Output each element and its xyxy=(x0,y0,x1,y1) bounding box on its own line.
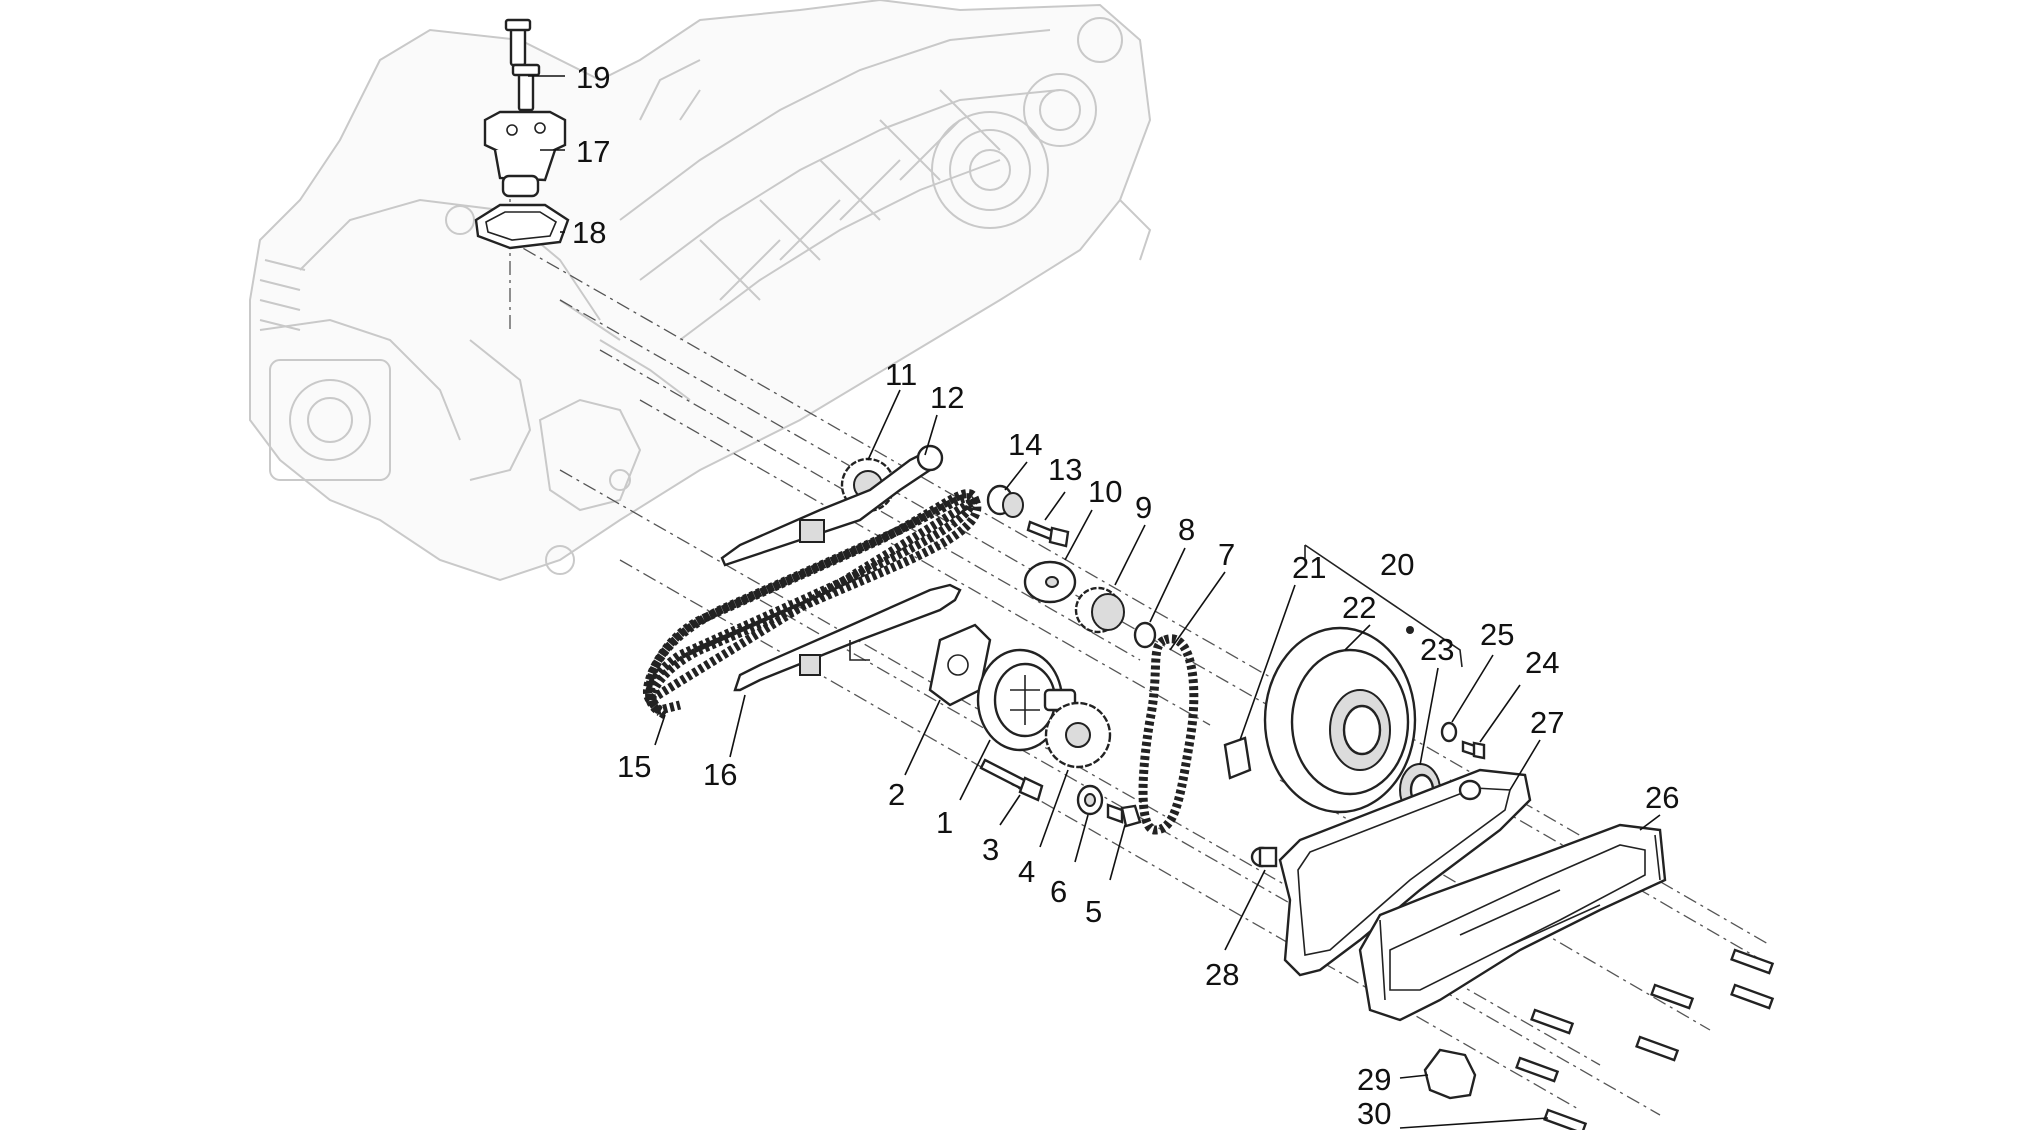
oil-pan-26 xyxy=(1358,823,1667,1022)
callout-25: 25 xyxy=(1480,617,1514,652)
callout-22: 22 xyxy=(1342,590,1376,625)
callout-17: 17 xyxy=(576,134,610,169)
callout-12: 12 xyxy=(930,380,964,415)
bolt-3 xyxy=(979,758,1044,802)
screw-5 xyxy=(1106,803,1142,828)
leader-lines xyxy=(528,75,1661,1129)
callout-11: 11 xyxy=(885,357,917,392)
chain-guide-12 xyxy=(720,444,944,567)
dowel-sleeve-28 xyxy=(1250,779,1482,868)
oil-pump-chain-7 xyxy=(1138,634,1199,835)
callout-7: 7 xyxy=(1218,537,1235,572)
spacer-14 xyxy=(986,484,1024,518)
callout-6: 6 xyxy=(1050,874,1067,909)
callout-20: 20 xyxy=(1380,547,1414,582)
callout-30: 30 xyxy=(1357,1096,1391,1130)
washer-25 xyxy=(1440,721,1458,743)
oil-pump-1 xyxy=(976,648,1077,752)
bolt-13 xyxy=(1026,520,1070,548)
callout-24: 24 xyxy=(1525,645,1559,680)
washer-10 xyxy=(1023,560,1077,604)
callout-4: 4 xyxy=(1018,854,1035,889)
screw-24 xyxy=(1461,740,1486,760)
gasket-27 xyxy=(1278,768,1532,977)
callout-5: 5 xyxy=(1085,894,1102,929)
callout-26: 26 xyxy=(1645,780,1679,815)
callout-23: 23 xyxy=(1420,632,1454,667)
callout-13: 13 xyxy=(1048,452,1082,487)
callout-10: 10 xyxy=(1088,474,1122,509)
callout-28: 28 xyxy=(1205,957,1239,992)
timing-chain-15 xyxy=(642,489,982,719)
block-21 xyxy=(1223,736,1252,780)
callout-8: 8 xyxy=(1178,512,1195,547)
circlip-8 xyxy=(1133,621,1157,649)
callout-15: 15 xyxy=(617,749,651,784)
chain-slider-16 xyxy=(733,583,962,692)
chain-tensioner-assembly xyxy=(474,18,570,250)
side-cover-22 xyxy=(1263,626,1417,814)
callout-9: 9 xyxy=(1135,490,1152,525)
callout-1: 1 xyxy=(936,805,953,840)
callout-19: 19 xyxy=(576,60,610,95)
callout-3: 3 xyxy=(982,832,999,867)
callout-29: 29 xyxy=(1357,1062,1391,1097)
pump-sprocket-4 xyxy=(1044,701,1112,769)
callout-2: 2 xyxy=(888,777,905,812)
pan-bolts xyxy=(1515,948,1775,1130)
callout-27: 27 xyxy=(1530,705,1564,740)
cover-bracket-20 xyxy=(1304,544,1463,668)
washer-6 xyxy=(1076,784,1104,816)
callout-21: 21 xyxy=(1292,550,1326,585)
gear-9 xyxy=(1074,586,1125,634)
engine-crankcase-background xyxy=(249,0,1152,582)
callout-labels: 19 17 18 11 12 14 13 10 9 8 7 20 21 22 2… xyxy=(572,60,1679,1130)
callout-16: 16 xyxy=(703,757,737,792)
callout-18: 18 xyxy=(572,215,606,250)
bracket-29 xyxy=(1423,1048,1477,1100)
callout-14: 14 xyxy=(1008,427,1042,462)
